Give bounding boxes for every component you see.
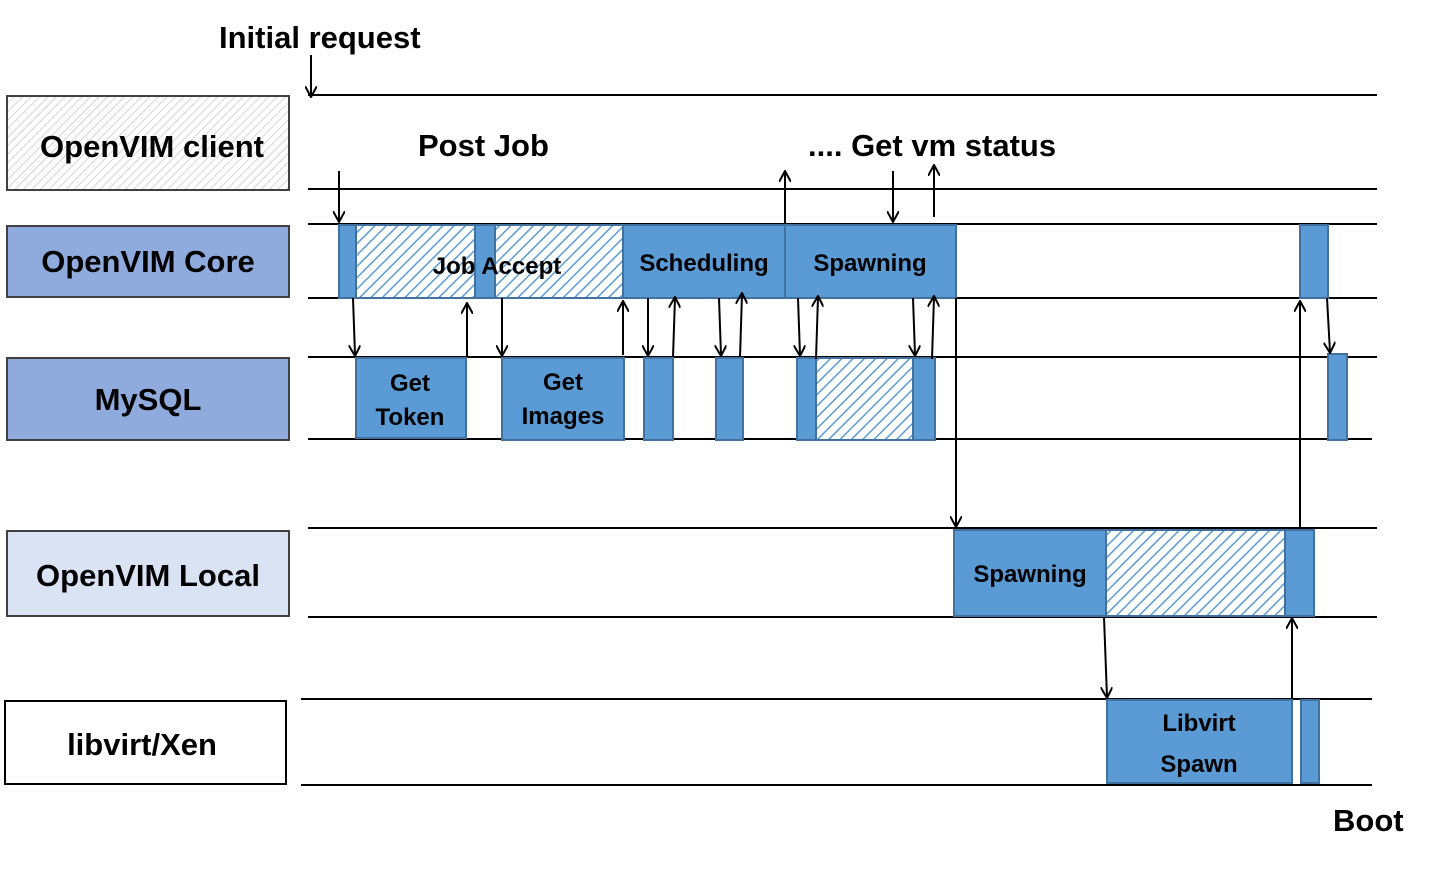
core-blocks: Job Accept Scheduling Spawning [338,224,1329,299]
actor-label-core: OpenVIM Core [41,244,255,279]
libvirt-spawn-label-1: Libvirt [1162,710,1235,737]
get-token-block [355,357,467,439]
actor-libvirt-xen: libvirt/Xen [4,700,287,785]
actor-label-libvirt: libvirt/Xen [67,727,217,762]
get-images-block [501,357,625,441]
post-job-label: Post Job [418,128,549,163]
get-token-label-2: Token [376,404,445,431]
actor-openvim-local: OpenVIM Local [6,530,290,617]
libvirt-spawn-block [1106,699,1293,784]
actor-mysql: MySQL [6,357,290,441]
message-arrows [311,55,1330,699]
get-images-label-1: Get [543,369,583,396]
libvirt-blocks: Libvirt Spawn [1106,699,1320,784]
local-spawning-label: Spawning [973,561,1086,588]
boot-label: Boot [1333,803,1404,838]
actor-label-client: OpenVIM client [40,129,264,164]
core-spawning-label: Spawning [813,250,926,277]
mysql-blocks: Get Token Get Images [355,353,1348,441]
get-vm-status-label: .... Get vm status [808,128,1056,163]
get-token-label-1: Get [390,370,430,397]
actor-openvim-core: OpenVIM Core [6,225,290,298]
core-spawning-block [784,224,957,299]
job-accept-label: Job Accept [433,253,561,280]
scheduling-label: Scheduling [639,250,768,277]
actor-openvim-client: OpenVIM client [6,95,290,191]
initial-request-label: Initial request [219,20,421,55]
get-images-label-2: Images [522,403,605,430]
actor-label-mysql: MySQL [95,382,202,417]
actor-label-local: OpenVIM Local [36,558,260,593]
local-blocks: Spawning [953,529,1315,617]
libvirt-spawn-label-2: Spawn [1160,751,1237,778]
